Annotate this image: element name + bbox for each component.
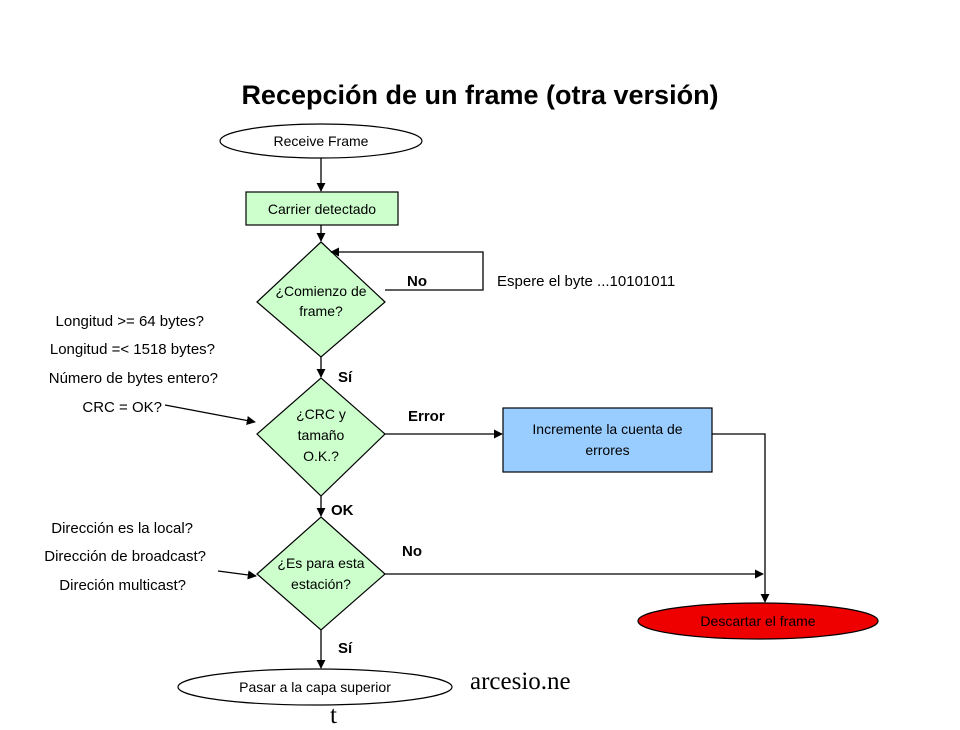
edge-errors-to-discard <box>712 433 770 603</box>
receive-frame-label: Receive Frame <box>273 133 369 149</box>
carrier-label: Carrier detectado <box>267 200 377 217</box>
edge-label-error: Error <box>408 408 445 425</box>
edge-label-no-2: No <box>402 543 422 560</box>
edge-label-yes-1: Sí <box>338 369 353 386</box>
edge-label-wait-byte: Espere el byte ...10101011 <box>497 273 676 290</box>
edge-notes-to-crc <box>164 404 256 425</box>
start-frame-label: ¿Comienzo de frame? <box>275 283 367 319</box>
discard-terminal <box>637 602 879 640</box>
page-title: Recepción de un frame (otra versión) <box>241 80 719 110</box>
note-address-1: Dirección es la local? <box>51 520 193 537</box>
note-crc-1: Longitud >= 64 bytes? <box>55 313 204 330</box>
note-address-3: Direción multicast? <box>59 577 186 594</box>
for-station-label: ¿Es para esta estación? <box>277 555 365 592</box>
increment-errors-box <box>502 407 713 473</box>
pass-up-terminal <box>177 668 453 706</box>
note-crc-3: Número de bytes entero? <box>48 370 218 387</box>
note-address-2: Dirección de broadcast? <box>44 548 206 565</box>
pass-up-label: Pasar a la capa superior <box>239 679 391 695</box>
crc-size-label: ¿CRC y tamaño O.K.? <box>296 405 346 464</box>
discard-label: Descartar el frame <box>700 613 816 629</box>
edge-notes-to-station <box>217 570 257 580</box>
edge-label-yes-2: Sí <box>338 640 353 657</box>
carrier-process-box <box>245 191 399 226</box>
note-crc-2: Longitud =< 1518 bytes? <box>49 341 215 358</box>
increment-errors-label: Incremente la cuenta de errores <box>532 421 683 458</box>
edge-label-no-1: No <box>407 273 427 290</box>
note-crc-4: CRC = OK? <box>82 399 162 416</box>
edge-no-loop <box>330 247 484 291</box>
edge-label-ok: OK <box>331 502 354 519</box>
watermark-text: arcesio.ne <box>470 668 571 695</box>
watermark-tail: t <box>330 702 337 729</box>
